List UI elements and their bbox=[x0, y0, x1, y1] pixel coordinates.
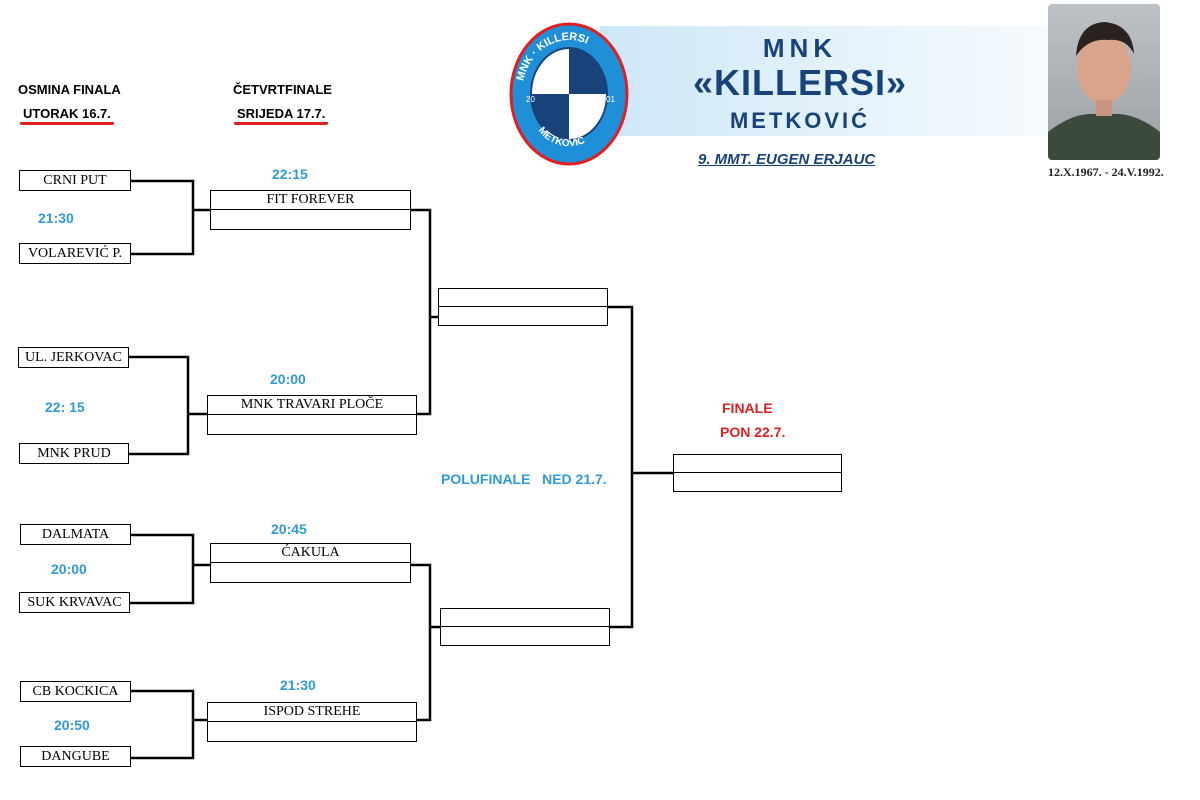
r16-match-time: 20:50 bbox=[54, 717, 90, 733]
quarter-date-label: SRIJEDA 17.7. bbox=[234, 106, 329, 125]
qf-match-time: 20:45 bbox=[271, 521, 307, 537]
connector-r16-3 bbox=[130, 533, 210, 605]
memorial-dates: 12.X.1967. - 24.V.1992. bbox=[1048, 165, 1164, 179]
qf-match-box: FIT FOREVER bbox=[210, 190, 411, 230]
r16-team-box: SUK KRVAVAC bbox=[19, 592, 130, 613]
r16-team-box: DANGUBE bbox=[20, 746, 131, 767]
brand-top: MNK bbox=[762, 33, 838, 63]
connector-r16-1 bbox=[130, 179, 210, 256]
qf-match-box: ISPOD STREHE bbox=[207, 702, 417, 742]
sf-team-slot bbox=[441, 609, 609, 627]
final-date: PON 22.7. bbox=[720, 424, 786, 440]
connector-qf-top bbox=[410, 208, 438, 416]
seal-year-right: 01 bbox=[606, 95, 615, 104]
club-logo-seal: MNK · KILLERSI METKOVIĆ 20 01 bbox=[509, 22, 629, 166]
r16-team-box: DALMATA bbox=[20, 524, 131, 545]
qf-team-slot: ĆAKULA bbox=[211, 544, 410, 563]
final-match-box bbox=[673, 454, 842, 492]
sf-match-box bbox=[440, 608, 610, 646]
r16-match-time: 21:30 bbox=[38, 210, 74, 226]
semifinal-label: POLUFINALE NED 21.7. bbox=[441, 471, 607, 487]
memorial-photo bbox=[1048, 4, 1160, 160]
connector-qf-bottom bbox=[410, 563, 440, 722]
connector-r16-4 bbox=[130, 689, 207, 760]
portrait-image bbox=[1048, 22, 1160, 160]
tournament-title: 9. MMT. EUGEN ERJAUC bbox=[698, 151, 876, 168]
qf-team-slot: FIT FOREVER bbox=[211, 191, 410, 210]
sf-team-slot bbox=[439, 289, 607, 307]
brand-city: METKOVIĆ bbox=[729, 108, 871, 133]
r16-match-time: 20:00 bbox=[51, 561, 87, 577]
connector-r16-2 bbox=[128, 355, 207, 456]
r16-team-box: UL. JERKOVAC bbox=[18, 347, 129, 368]
qf-match-box: ĆAKULA bbox=[210, 543, 411, 583]
r16-team-box: VOLAREVIĆ P. bbox=[19, 243, 131, 264]
r16-team-box: CB KOCKICA bbox=[20, 681, 131, 702]
qf-match-time: 20:00 bbox=[270, 371, 306, 387]
club-banner bbox=[600, 26, 1070, 136]
round16-date: UTORAK 16.7. bbox=[20, 106, 114, 125]
qf-match-time: 21:30 bbox=[280, 677, 316, 693]
seal-year-left: 20 bbox=[526, 95, 535, 104]
final-title: FINALE bbox=[722, 400, 773, 416]
final-team-slot bbox=[674, 455, 841, 473]
quarter-title: ČETVRTFINALE bbox=[233, 82, 332, 97]
brand-name: «KILLERSI» bbox=[692, 62, 908, 103]
connector-sf bbox=[607, 305, 673, 629]
qf-match-box: MNK TRAVARI PLOČE bbox=[207, 395, 417, 435]
r16-team-box: MNK PRUD bbox=[19, 443, 129, 464]
r16-team-box: CRNI PUT bbox=[19, 170, 131, 191]
r16-match-time: 22: 15 bbox=[45, 399, 85, 415]
sf-match-box bbox=[438, 288, 608, 326]
round16-title: OSMINA FINALA bbox=[18, 82, 121, 97]
quarter-date: SRIJEDA 17.7. bbox=[234, 106, 329, 125]
round16-date-label: UTORAK 16.7. bbox=[20, 106, 114, 125]
qf-team-slot: ISPOD STREHE bbox=[208, 703, 416, 722]
qf-team-slot: MNK TRAVARI PLOČE bbox=[208, 396, 416, 415]
qf-match-time: 22:15 bbox=[272, 166, 308, 182]
